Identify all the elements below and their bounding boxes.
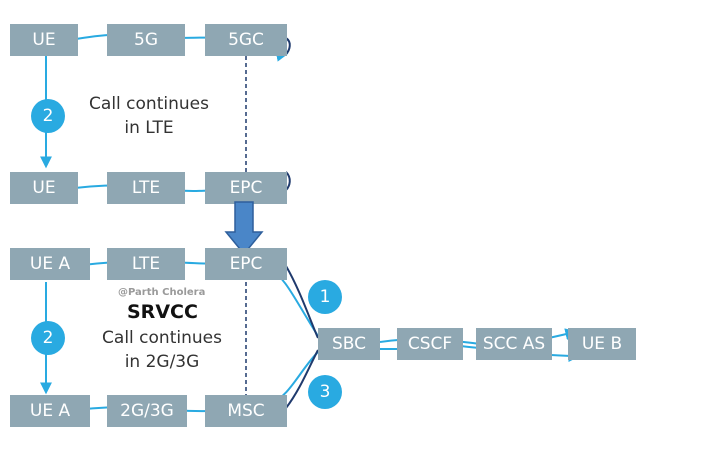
lte-call-text: Call continues in LTE xyxy=(82,92,216,140)
node-mid-ue: UE xyxy=(10,172,78,204)
node-mid-epc: EPC xyxy=(205,172,287,204)
node-top-ue: UE xyxy=(10,24,78,56)
node-low-uea: UE A xyxy=(10,248,90,280)
transition-arrow xyxy=(224,201,264,256)
srvcc-line2: in 2G/3G xyxy=(124,352,200,372)
node-ueb: UE B xyxy=(568,328,636,360)
node-low-epc: EPC xyxy=(205,248,287,280)
srvcc-title: SRVCC xyxy=(127,301,198,323)
srvcc-line1: Call continues xyxy=(102,328,222,348)
lte-call-line1: Call continues xyxy=(89,94,209,114)
epc-to-sbc-navy xyxy=(285,265,319,339)
node-cscf: CSCF xyxy=(397,328,463,360)
lte-call-line2: in LTE xyxy=(124,118,174,138)
node-low-lte: LTE xyxy=(107,248,185,280)
badge-from-msc: 3 xyxy=(308,375,342,409)
node-bot-msc: MSC xyxy=(205,395,287,427)
badge-to-sbc: 1 xyxy=(308,280,342,314)
srvcc-call-text: Call continues in 2G/3G xyxy=(94,326,230,374)
node-top-5gc: 5GC xyxy=(205,24,287,56)
node-mid-lte: LTE xyxy=(107,172,185,204)
watermark: @Parth Cholera xyxy=(118,287,206,298)
badge-top-step: 2 xyxy=(31,99,65,133)
node-bot-uea: UE A xyxy=(10,395,90,427)
node-top-5g: 5G xyxy=(107,24,185,56)
node-bot-2g3g: 2G/3G xyxy=(107,395,187,427)
badge-low-step: 2 xyxy=(31,321,65,355)
node-sccas: SCC AS xyxy=(476,328,552,360)
node-sbc: SBC xyxy=(318,328,380,360)
msc-to-sbc-navy xyxy=(285,349,319,409)
